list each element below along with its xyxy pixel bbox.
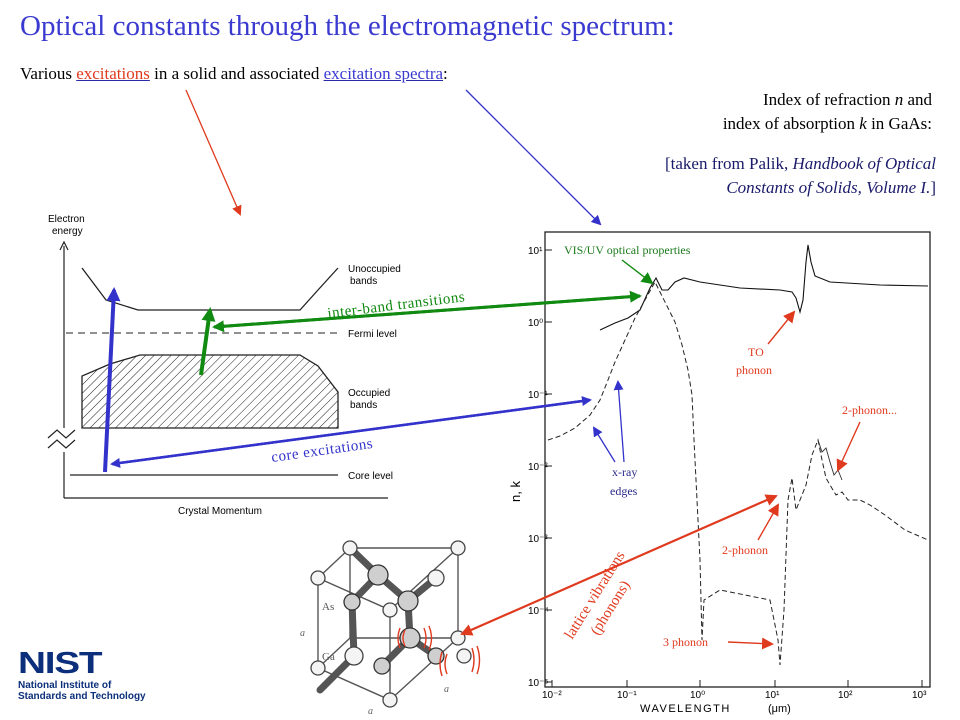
as-label: As (322, 601, 334, 613)
axis-break-mark (47, 439, 76, 449)
citation-text: ] (930, 178, 936, 197)
nist-name-line: Standards and Technology (18, 691, 146, 702)
ga-label: Ga (322, 651, 335, 663)
core-level-label: Core level (348, 471, 393, 482)
subtitle: Various excitations in a solid and assoc… (20, 64, 448, 84)
subtitle-prefix: Various (20, 64, 77, 83)
citation-title: Handbook of Optical (792, 154, 936, 173)
x-tick-label: 10² (838, 690, 853, 701)
spectra-pointer (465, 89, 602, 226)
xray-edges-label: x-ray (612, 465, 637, 479)
core-connector-arrowhead (111, 396, 592, 466)
y-tick-label: 10⁻⁴ (528, 606, 549, 617)
caption-line-1: Index of refraction n and (723, 88, 932, 112)
x-axis-title: WAVELENGTH (640, 703, 731, 715)
y-tick-label: 10¹ (528, 246, 543, 257)
axis-break-mark (47, 429, 76, 439)
lattice-constant-label: a (300, 628, 305, 639)
to-phonon-pointer (767, 310, 796, 345)
fermi-level-label: Fermi level (348, 329, 397, 340)
citation-title: Constants of Solids, Volume I. (726, 178, 931, 197)
vis-uv-pointer (621, 259, 654, 285)
two-phonon-dots-label: 2-phonon... (842, 403, 897, 417)
two-phonon-pointer (757, 503, 779, 541)
x-axis-label: Crystal Momentum (178, 506, 262, 517)
nist-logo: NIST National Institute of Standards and… (18, 647, 150, 702)
vis-uv-label: VIS/UV optical properties (564, 243, 691, 257)
caption-text: Index of refraction (763, 90, 895, 109)
nist-name-line: National Institute of (18, 680, 112, 691)
citation-line-2: Constants of Solids, Volume I.] (665, 176, 936, 200)
three-phonon-pointer (727, 637, 774, 650)
occupied-label: Occupied (348, 388, 390, 399)
interband-transitions-label: inter-band transitions (327, 289, 467, 322)
n-symbol: n (894, 90, 904, 109)
citation-line-1: [taken from Palik, Handbook of Optical (665, 152, 936, 176)
x-tick-labels: 10⁻² 10⁻¹ 10⁰ 10¹ 10² 10³ (542, 680, 927, 701)
x-axis-unit: (μm) (768, 703, 791, 715)
xray-pointer (592, 426, 616, 463)
unoccupied-label: bands (350, 276, 377, 287)
y-tick-label: 10⁰ (528, 318, 543, 329)
k-symbol: k (859, 114, 867, 133)
caption-text: and (903, 90, 932, 109)
k-curve (547, 280, 929, 666)
slide-title: Optical constants through the electromag… (20, 10, 675, 42)
y-tick-labels: 10¹ 10⁰ 10⁻¹ 10⁻² 10⁻³ 10⁻⁴ 10⁻⁵ (528, 246, 552, 689)
two-phonon-dots-pointer (836, 421, 861, 472)
band-diagram: Electron energy Crystal Momentum Unoccup… (47, 214, 401, 517)
occupied-bands-region (81, 354, 339, 429)
caption-text: in GaAs: (866, 114, 932, 133)
unoccupied-label: Unoccupied (348, 264, 401, 275)
vibration-marks (397, 625, 481, 677)
occupied-label: bands (350, 400, 377, 411)
xray-pointer (613, 380, 625, 463)
y-tick-label: 10⁻⁵ (528, 678, 549, 689)
ga-atoms (310, 540, 472, 708)
lattice-constant-label: a (444, 684, 449, 695)
interband-connector-arrowhead (213, 290, 642, 329)
y-axis-label: Electron (48, 214, 85, 225)
nist-full-name: National Institute of Standards and Tech… (18, 680, 150, 702)
x-tick-label: 10⁰ (690, 690, 705, 701)
y-axis-label: energy (52, 226, 83, 237)
y-tick-label: 10⁻² (528, 462, 548, 473)
gaas-caption: Index of refraction n and index of absor… (723, 88, 932, 136)
unoccupied-band-curve (81, 267, 339, 311)
n-curve (599, 244, 929, 331)
nist-wordmark: NIST (18, 645, 103, 680)
to-phonon-label: TO (748, 345, 764, 359)
x-tick-label: 10³ (912, 690, 927, 701)
excitations-term: excitations (76, 64, 150, 83)
x-tick-label: 10¹ (765, 690, 780, 701)
axis-arrowhead (59, 240, 69, 251)
to-phonon-label: phonon (736, 363, 772, 377)
y-tick-label: 10⁻¹ (528, 390, 548, 401)
subtitle-middle: in a solid and associated (149, 64, 324, 83)
citation-text: [taken from Palik, (664, 154, 793, 173)
subtitle-suffix: : (443, 64, 448, 83)
core-excitation-arrow (103, 287, 121, 473)
two-phonon-label: 2-phonon (722, 543, 768, 557)
three-phonon-label: 3 phonon (663, 635, 708, 649)
phonon-connector-arrow (460, 494, 778, 636)
excitations-pointer (185, 89, 242, 216)
source-citation: [taken from Palik, Handbook of Optical C… (665, 152, 936, 200)
interband-excitation-arrow (199, 307, 216, 376)
gaas-crystal-structure: As Ga a a a (300, 540, 481, 717)
x-tick-label: 10⁻¹ (617, 690, 637, 701)
excitation-spectra-term: excitation spectra (323, 64, 444, 83)
x-tick-label: 10⁻² (542, 690, 562, 701)
caption-text: index of absorption (722, 114, 860, 133)
xray-edges-label: edges (610, 484, 638, 498)
y-tick-label: 10⁻³ (528, 534, 548, 545)
spectrum-plot: n, k WAVELENGTH (μm) 10¹10⁰10⁻¹10⁻²10⁻³1… (508, 231, 931, 715)
lattice-constant-label: a (368, 706, 373, 717)
y-axis-title: n, k (508, 481, 523, 502)
plot-frame (544, 231, 931, 688)
caption-line-2: index of absorption k in GaAs: (723, 112, 932, 136)
